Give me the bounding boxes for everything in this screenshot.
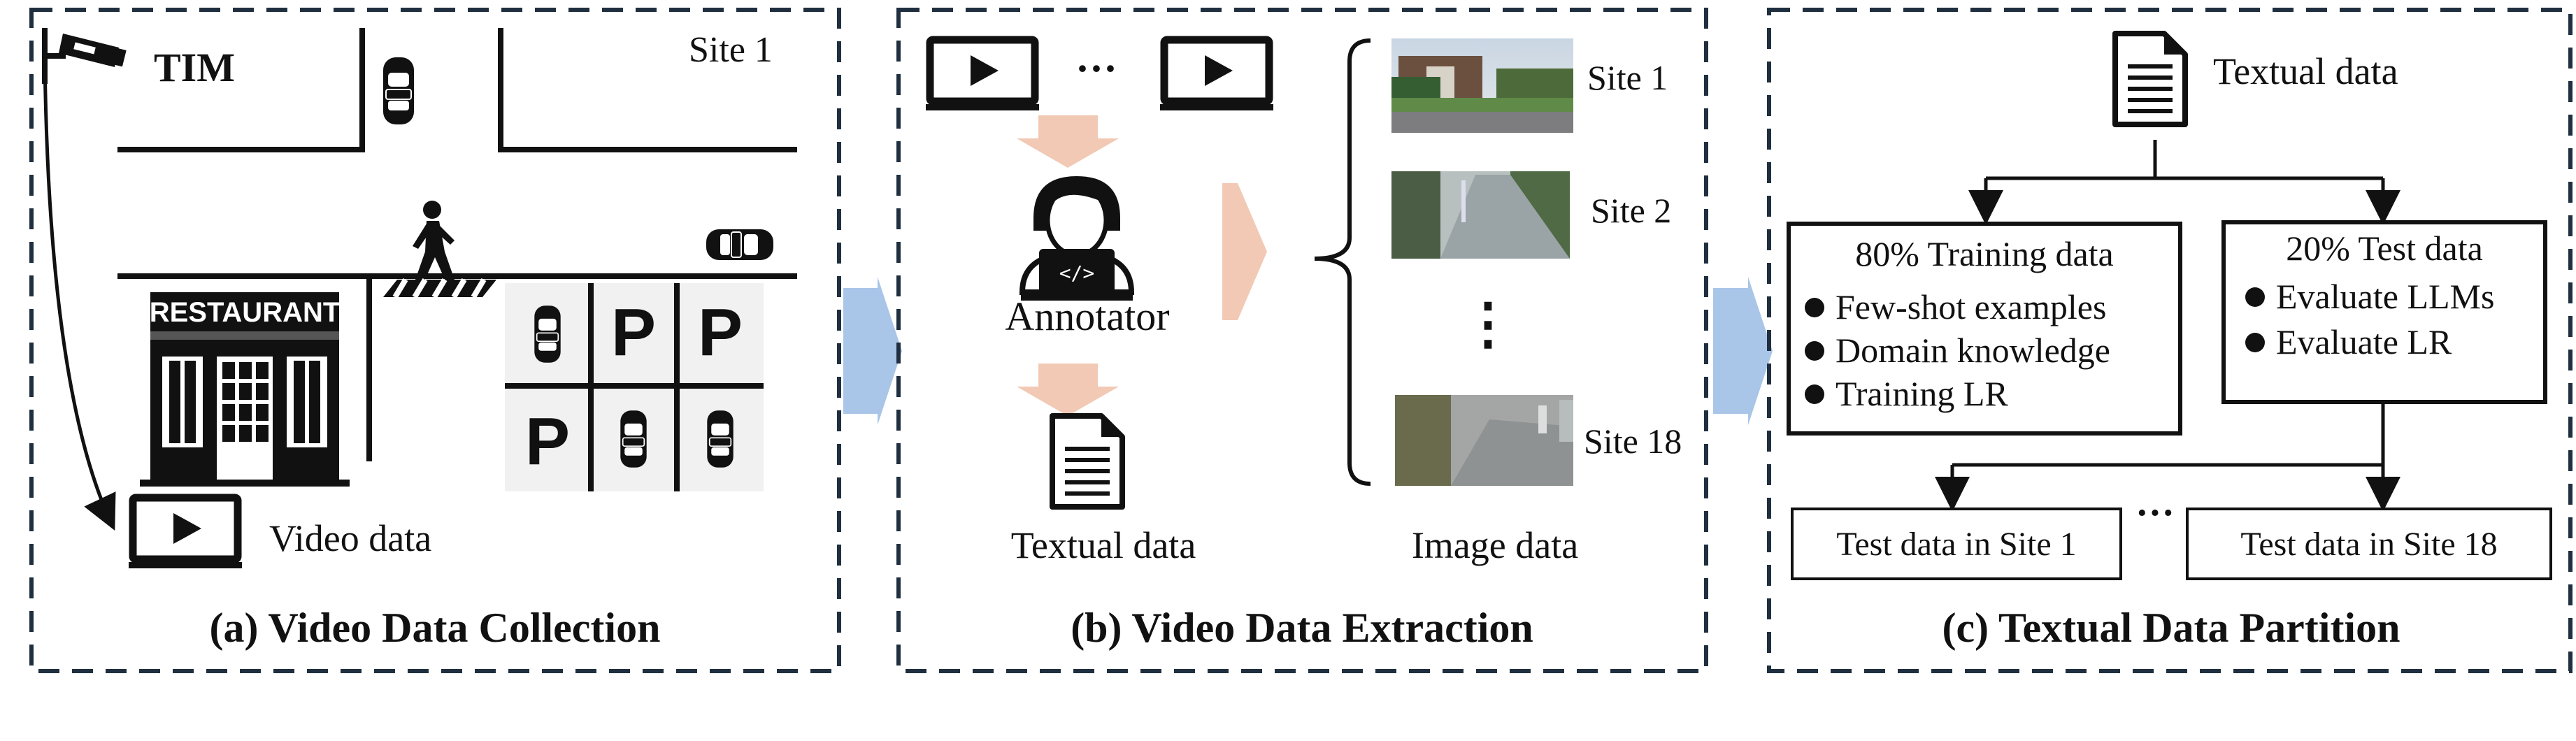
pedestrian-crossing-icon <box>383 201 496 299</box>
restaurant-icon: RESTAURANT <box>140 292 350 487</box>
tim-label: TIM <box>154 45 235 90</box>
code-glyph: </> <box>1059 261 1095 285</box>
panel-a-to-b-arrow <box>843 277 902 425</box>
panel-a-video-collection: TIM Site 1 <box>29 8 841 673</box>
test-ellipsis: ··· <box>2135 491 2175 535</box>
parking-p-label: P <box>525 404 570 479</box>
parked-car-icon <box>706 410 734 468</box>
site-18-test-box <box>2186 508 2552 580</box>
panel-a-caption: (a) Video Data Collection <box>210 605 661 651</box>
bullet-icon <box>1805 298 1824 317</box>
site-18-test-label: Test data in Site 18 <box>2240 526 2497 563</box>
test-data-title: 20% Test data <box>2286 229 2483 268</box>
annotator-icon: </> <box>1019 176 1135 301</box>
document-icon <box>1052 416 1122 507</box>
site-1-test-box <box>1791 508 2122 580</box>
training-item: Few-shot examples <box>1836 287 2106 326</box>
video-play-icon <box>129 498 242 568</box>
bullet-icon <box>2245 287 2265 307</box>
video-play-icon <box>926 40 1039 110</box>
test-data-box <box>2221 220 2547 404</box>
parking-p-label: P <box>698 295 743 370</box>
parking-lot-icon: P P P <box>505 283 764 491</box>
site-1-label: Site 1 <box>689 30 773 70</box>
parked-car-icon <box>620 410 647 468</box>
textual-data-label: Textual data <box>1011 524 1196 566</box>
document-icon <box>2115 34 2185 124</box>
flow-down-arrow <box>1017 364 1119 416</box>
training-item: Training LR <box>1836 374 2008 413</box>
panel-b-to-c-arrow <box>1713 277 1773 425</box>
video-data-label: Video data <box>269 517 431 559</box>
annotator-label: Annotator <box>1005 294 1169 339</box>
parked-car-icon <box>534 305 561 364</box>
panel-c-textual-partition: Textual data 80% Training data Few-shot … <box>1767 8 2573 673</box>
image-brace <box>1314 38 1371 486</box>
training-data-box <box>1787 222 2182 436</box>
panel-b-border <box>896 8 1708 673</box>
flow-right-arrow <box>1222 183 1267 320</box>
site-label: Site 18 <box>1584 422 1682 461</box>
bullet-icon <box>1805 384 1824 404</box>
car-icon <box>706 229 774 261</box>
test-item: Evaluate LLMs <box>2276 277 2494 316</box>
video-play-icon <box>1160 40 1273 110</box>
textual-data-label: Textual data <box>2213 50 2398 92</box>
site-1-test-label: Test data in Site 1 <box>1836 526 2076 563</box>
flow-down-arrow <box>1017 115 1119 168</box>
video-ellipsis: ··· <box>1075 45 1117 92</box>
panel-c-border <box>1767 8 2573 673</box>
site-2-image <box>1391 171 1570 259</box>
panel-a-border <box>29 8 841 673</box>
training-data-title: 80% Training data <box>1855 234 2113 273</box>
collection-arrow <box>43 57 116 531</box>
training-item: Domain knowledge <box>1836 331 2110 370</box>
bullet-icon <box>1805 341 1824 361</box>
site-label: Site 1 <box>1587 58 1668 97</box>
image-data-label: Image data <box>1412 524 1578 566</box>
vertical-ellipsis: ⋮ <box>1460 294 1516 355</box>
restaurant-sign: RESTAURANT <box>150 297 341 328</box>
parking-p-label: P <box>611 295 656 370</box>
bullet-icon <box>2245 333 2265 352</box>
partition-connectors <box>1935 140 2400 512</box>
cctv-camera-icon <box>42 28 127 84</box>
site-label: Site 2 <box>1591 191 1671 230</box>
panel-b-video-extraction: ··· </> Annotator Textual data Sit <box>896 8 1708 673</box>
site-18-image <box>1395 395 1573 486</box>
panel-c-caption: (c) Textual Data Partition <box>1942 605 2400 651</box>
site-1-image <box>1391 38 1573 133</box>
test-item: Evaluate LR <box>2276 322 2452 361</box>
panel-b-caption: (b) Video Data Extraction <box>1071 605 1533 651</box>
car-icon <box>382 57 415 125</box>
building-lot-line <box>117 273 372 461</box>
